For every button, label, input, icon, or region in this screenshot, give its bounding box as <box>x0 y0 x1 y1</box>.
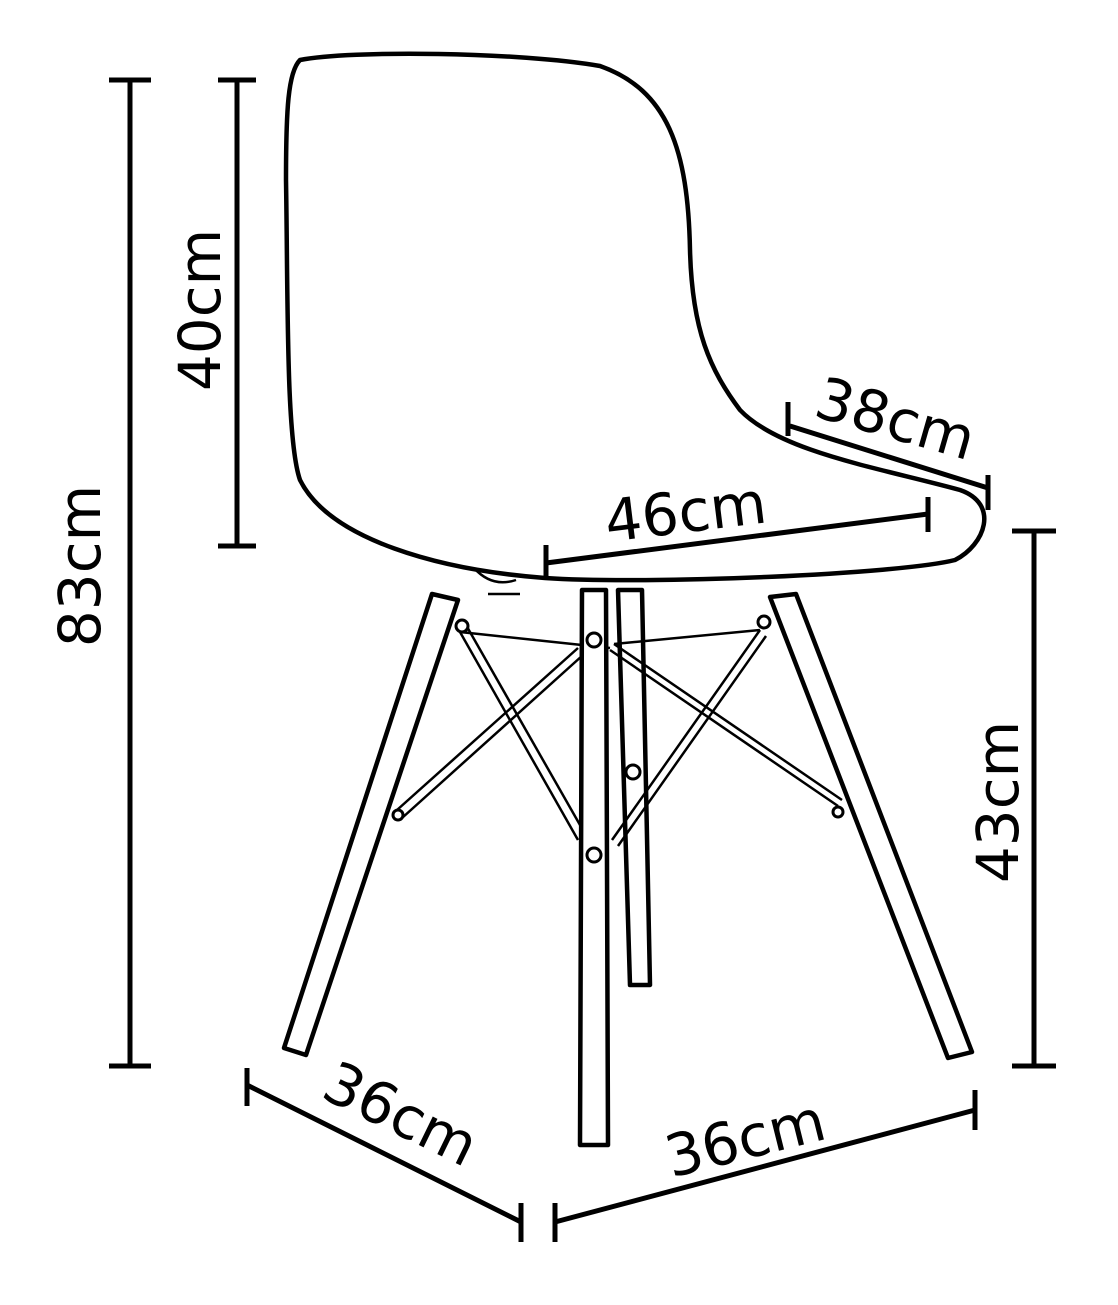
dimension-seat-height: 43cm <box>964 528 1056 1069</box>
dimension-base-width: 36cm <box>552 1086 978 1242</box>
dimension-backrest-height: 40cm <box>166 77 256 549</box>
bolt-icon <box>585 631 603 649</box>
bolt-icon <box>624 763 642 781</box>
bracing-mounts <box>391 567 845 822</box>
label-backrest-height: 40cm <box>166 229 234 391</box>
dimension-total-height: 83cm <box>46 77 151 1069</box>
chair-leg-front <box>577 587 642 1148</box>
chair-leg-back-left <box>281 591 461 1058</box>
label-seat-height: 43cm <box>964 721 1032 883</box>
chair-drawing <box>281 51 987 1148</box>
chair-leg-back-right <box>767 591 975 1061</box>
chair-shell <box>283 51 987 583</box>
chair-leg-rear <box>615 587 653 988</box>
bolt-icon <box>585 846 603 864</box>
label-total-height: 83cm <box>46 485 114 647</box>
label-base-width: 36cm <box>658 1086 832 1191</box>
dimension-base-depth: 36cm <box>244 1048 524 1242</box>
